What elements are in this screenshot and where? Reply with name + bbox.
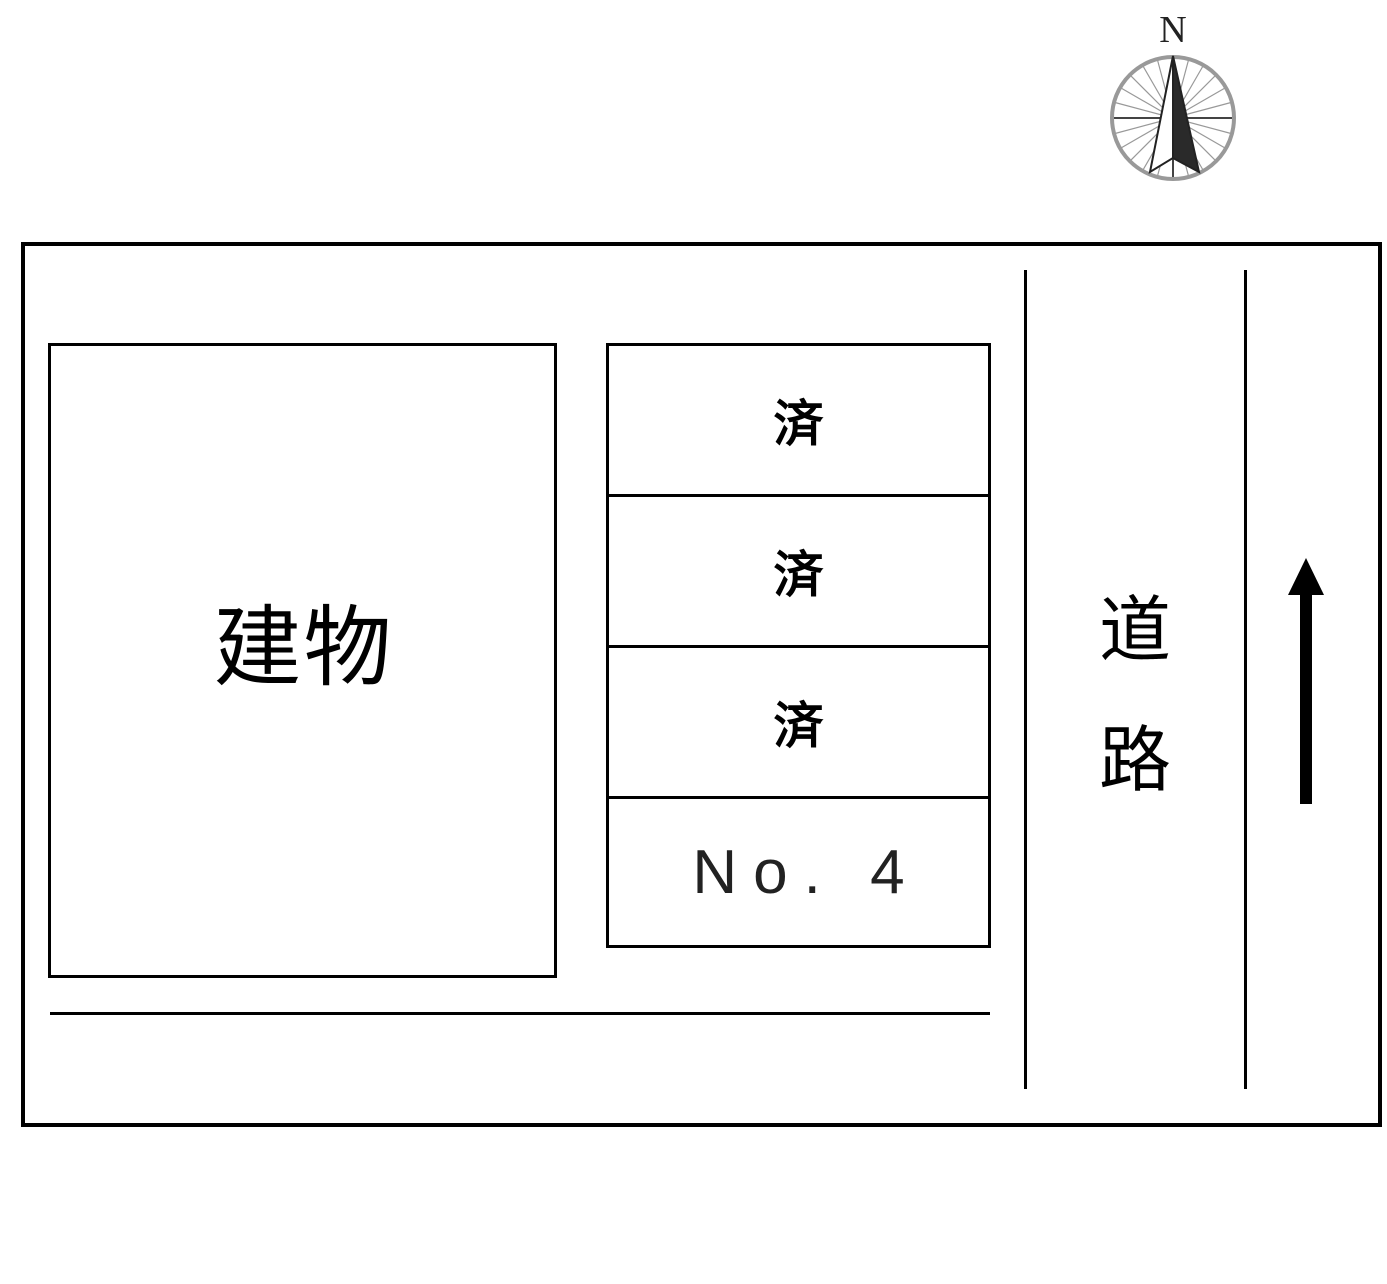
road-edge-left xyxy=(1024,270,1027,1089)
road-label: 道 路 xyxy=(1090,565,1180,825)
road-edge-right xyxy=(1244,270,1247,1089)
arrow-up-icon xyxy=(1286,558,1326,805)
space-number-available: No. 4 xyxy=(692,837,921,907)
building-block: 建物 xyxy=(48,343,557,978)
north-compass: N xyxy=(1106,4,1240,184)
building-label: 建物 xyxy=(213,596,394,699)
lot-edge-line xyxy=(50,1012,990,1015)
space-status-taken: 済 xyxy=(773,395,824,453)
site-boundary xyxy=(21,242,1382,1127)
parking-space-2[interactable]: 済 xyxy=(609,497,988,648)
parking-space-4[interactable]: No. 4 xyxy=(609,799,988,945)
parking-space-3[interactable]: 済 xyxy=(609,648,988,799)
parking-area: 済 済 済 No. 4 xyxy=(606,343,991,948)
space-status-taken: 済 xyxy=(773,546,824,604)
road-label-line1: 道 xyxy=(1098,588,1171,672)
road-label-line2: 路 xyxy=(1098,718,1171,802)
parking-space-1[interactable]: 済 xyxy=(609,346,988,497)
space-status-taken: 済 xyxy=(773,697,824,755)
north-label: N xyxy=(1159,9,1186,51)
north-compass-rose-icon: N xyxy=(1110,9,1236,181)
